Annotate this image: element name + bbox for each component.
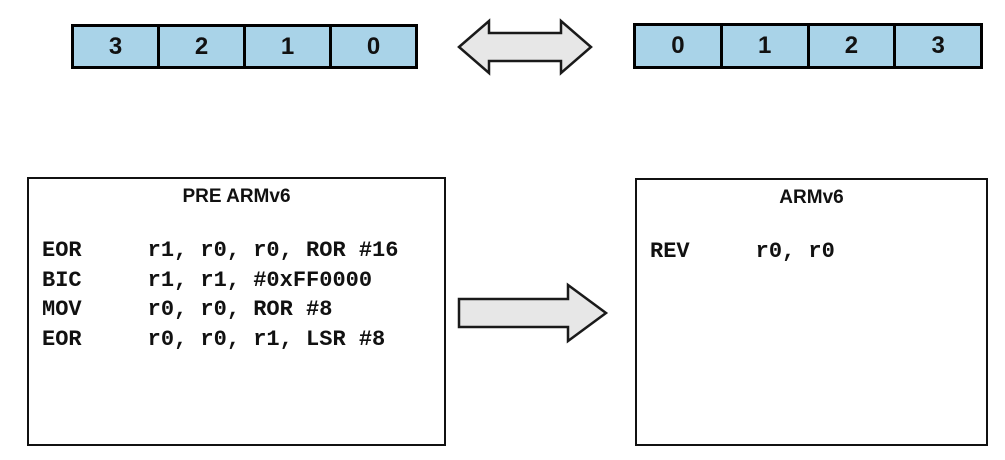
code-line: BIC r1, r1, #0xFF0000	[42, 267, 373, 293]
byte-cell: 1	[719, 26, 807, 66]
byte-cell: 2	[157, 27, 243, 66]
pre-armv6-box: PRE ARMv6 EOR r1, r0, r0, ROR #16 BIC r1…	[27, 177, 446, 446]
pre-armv6-title: PRE ARMv6	[182, 186, 291, 207]
armv6-title: ARMv6	[779, 187, 844, 208]
byte-cell: 0	[329, 27, 415, 66]
code-line: MOV r0, r0, ROR #8	[42, 297, 333, 322]
byte-cell: 0	[671, 32, 685, 59]
byte-array-msb-first: 3 2 1 0	[71, 24, 418, 69]
code-line: REV r0, r0	[650, 239, 835, 264]
byte-cell: 3	[893, 26, 980, 66]
byte-cell: 3	[108, 32, 123, 60]
pre-armv6-code: EOR r1, r0, r0, ROR #16 BIC r1, r1, #0xF…	[42, 236, 444, 354]
byte-array-lsb-first: 0 1 2 3	[633, 23, 983, 69]
transform-right-arrow-icon	[457, 282, 609, 344]
armv6-code: REV r0, r0	[650, 237, 986, 267]
armv6-box: ARMv6 REV r0, r0	[635, 178, 988, 446]
code-line: EOR r0, r0, r1, LSR #8	[42, 326, 386, 352]
code-line: EOR r1, r0, r0, ROR #16	[42, 238, 399, 263]
byte-cell: 2	[806, 26, 894, 66]
byte-cell: 1	[243, 27, 329, 66]
swap-double-arrow-icon	[457, 18, 593, 76]
